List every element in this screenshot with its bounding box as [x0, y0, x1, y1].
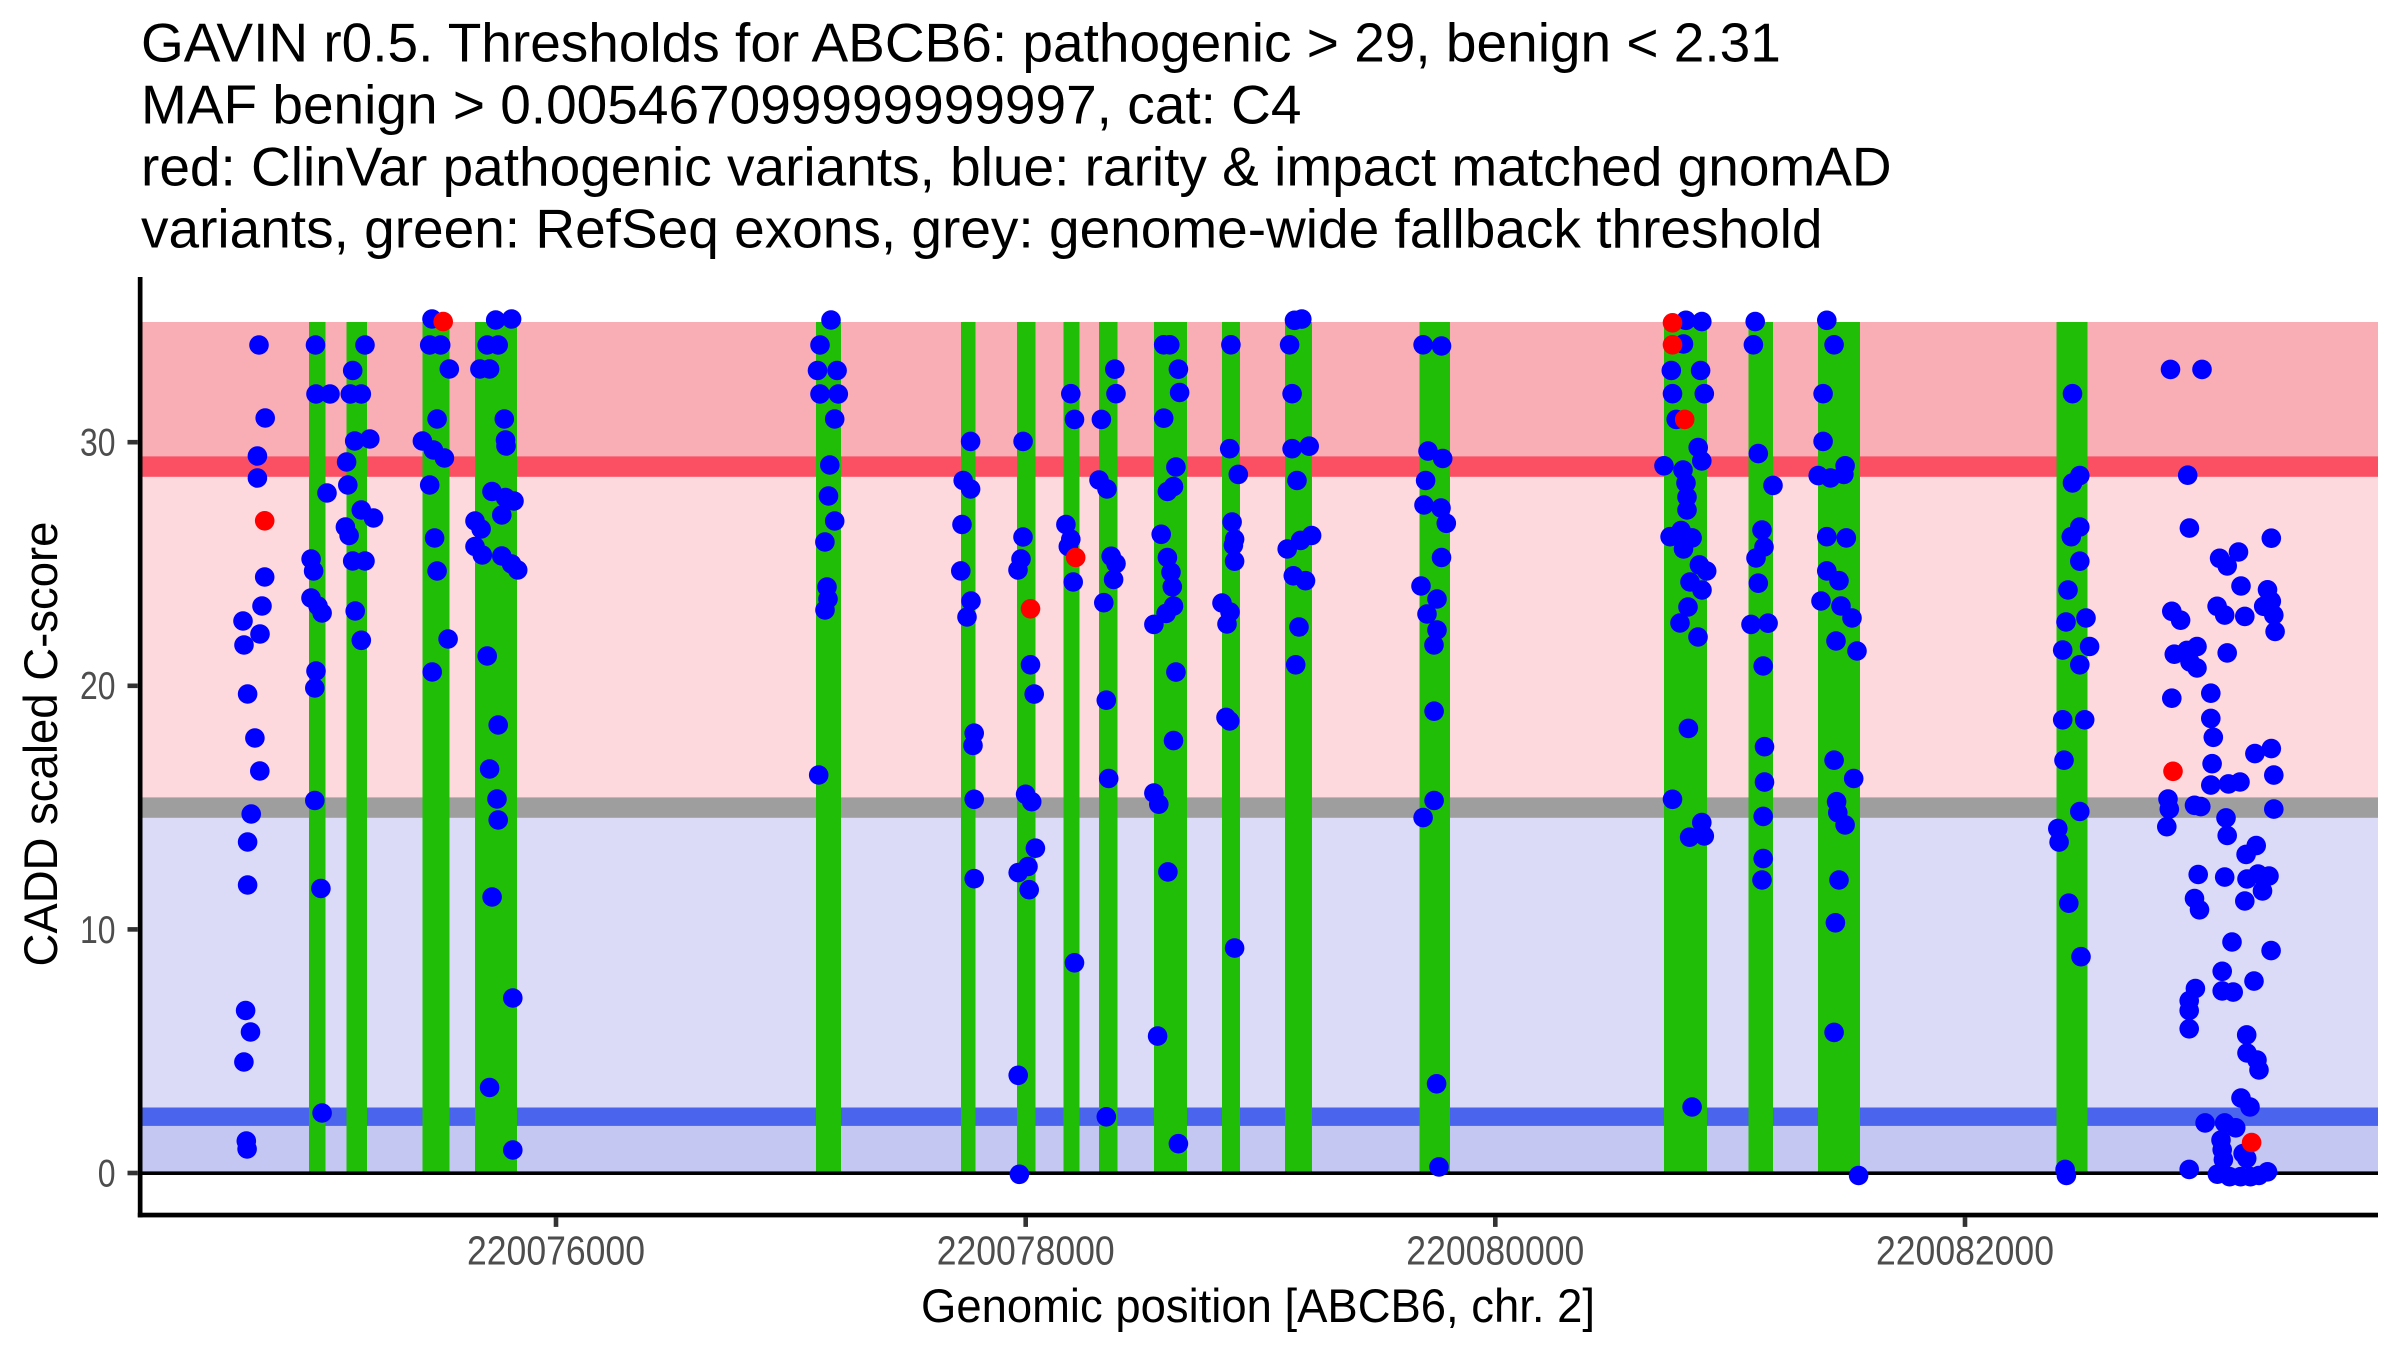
svg-text:10: 10 — [80, 909, 116, 952]
svg-text:GAVIN r0.5. Thresholds for ABC: GAVIN r0.5. Thresholds for ABCB6: pathog… — [141, 12, 1781, 74]
svg-text:220076000: 220076000 — [467, 1228, 645, 1274]
svg-text:CADD scaled C-score: CADD scaled C-score — [14, 522, 67, 967]
svg-text:30: 30 — [80, 422, 116, 465]
svg-text:Genomic position [ABCB6, chr.: Genomic position [ABCB6, chr. 2] — [921, 1279, 1595, 1332]
svg-text:220078000: 220078000 — [937, 1228, 1115, 1274]
svg-text:variants, green: RefSeq exons,: variants, green: RefSeq exons, grey: gen… — [141, 198, 1822, 260]
svg-text:0: 0 — [98, 1152, 116, 1195]
svg-text:220082000: 220082000 — [1876, 1228, 2054, 1274]
svg-text:20: 20 — [80, 665, 116, 708]
svg-text:red: ClinVar pathogenic varian: red: ClinVar pathogenic variants, blue: … — [141, 136, 1892, 198]
svg-text:MAF benign > 0.005467099999999: MAF benign > 0.005467099999999997, cat: … — [141, 74, 1301, 136]
svg-text:220080000: 220080000 — [1406, 1228, 1584, 1274]
